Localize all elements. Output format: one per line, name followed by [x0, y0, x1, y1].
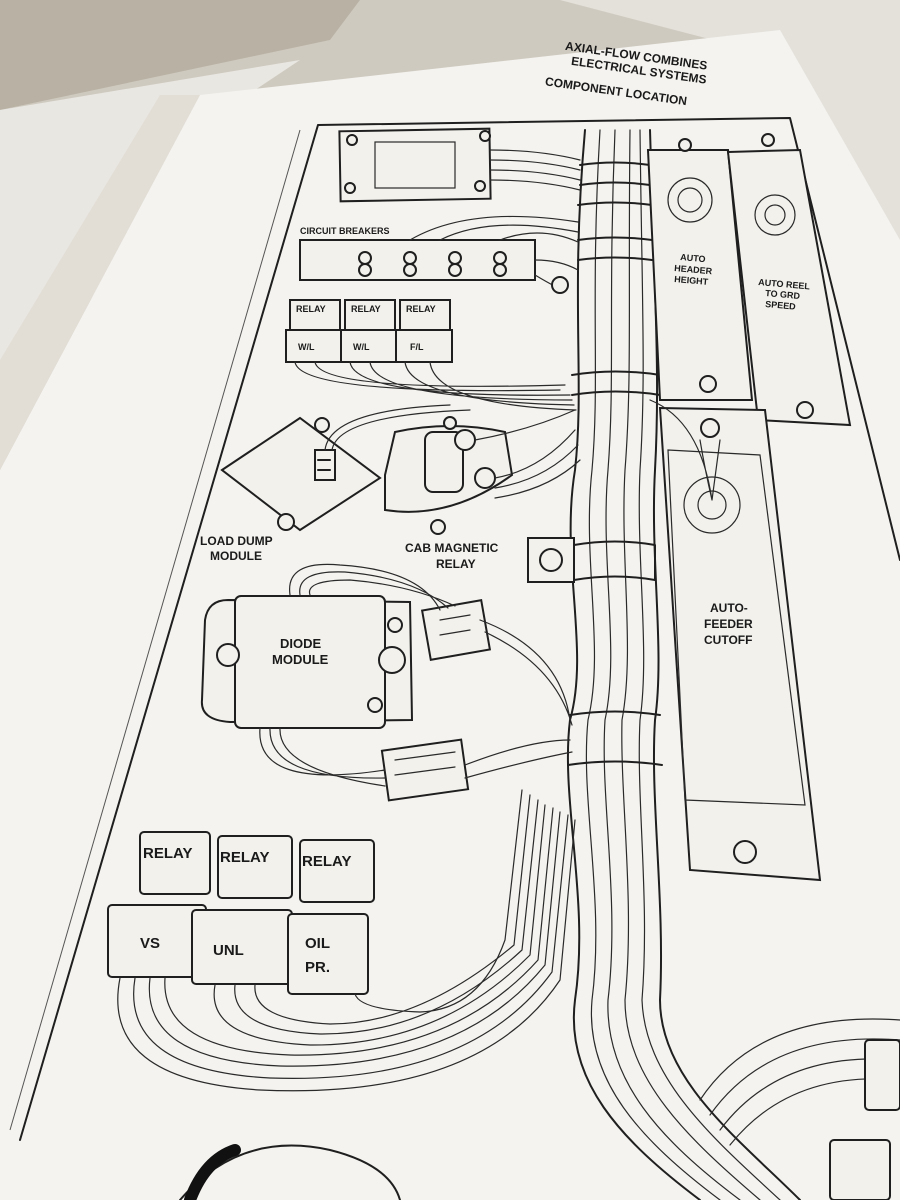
- upper-relay-3-bottom: F/L: [410, 342, 424, 352]
- feeder-cutoff-label-3: CUTOFF: [704, 633, 752, 647]
- lower-relay-3: RELAY OIL PR.: [287, 839, 375, 995]
- bottom-harness: [179, 1018, 900, 1200]
- lower-relay-wires: [117, 789, 576, 1092]
- cab-relay-label-1: CAB MAGNETIC: [405, 541, 499, 555]
- header-height-label-3: HEIGHT: [674, 274, 709, 287]
- load-dump-label-1: LOAD DUMP: [200, 534, 273, 548]
- circuit-breakers-label: CIRCUIT BREAKERS: [300, 226, 390, 236]
- lower-relay-1-top: RELAY: [143, 845, 192, 862]
- lower-relay-bank: RELAY VS RELAY UNL RELAY OIL PR.: [107, 789, 576, 1092]
- upper-relay-1-top: RELAY: [296, 304, 326, 314]
- feeder-cutoff-label-2: FEEDER: [704, 617, 753, 631]
- top-electronic-module: [338, 127, 581, 203]
- header-height-label-1: AUTO: [680, 252, 706, 264]
- page-shadow: [0, 95, 200, 470]
- upper-relay-2-top: RELAY: [351, 304, 381, 314]
- lower-relay-3-bottom2: PR.: [305, 959, 330, 976]
- circuit-breakers: CIRCUIT BREAKERS: [299, 215, 579, 294]
- lower-relay-2-top: RELAY: [220, 849, 269, 866]
- cab-magnetic-relay: CAB MAGNETIC RELAY: [384, 409, 581, 571]
- upper-relay-2-bottom: W/L: [353, 342, 370, 352]
- diode-label-2: MODULE: [272, 652, 329, 667]
- reel-speed-label-3: SPEED: [765, 299, 797, 312]
- reel-speed-label-2: TO GRD: [765, 288, 801, 301]
- reel-speed-label-1: AUTO REEL: [758, 277, 811, 292]
- lower-relay-2: RELAY UNL: [191, 835, 293, 985]
- main-harness: [527, 129, 801, 1200]
- feeder-cutoff-label-1: AUTO-: [710, 601, 748, 615]
- cab-relay-label-2: RELAY: [436, 557, 476, 571]
- load-dump-module: LOAD DUMP MODULE: [200, 404, 471, 563]
- diagram-border: [19, 117, 900, 1141]
- diode-module: DIODE MODULE: [200, 563, 573, 802]
- upper-relay-3: RELAY F/L: [395, 299, 453, 363]
- diode-label-1: DIODE: [280, 636, 322, 651]
- load-dump-label-2: MODULE: [210, 549, 262, 563]
- upper-relay-1: RELAY W/L: [285, 299, 343, 363]
- lower-relay-3-bottom: OIL: [305, 935, 330, 952]
- lower-relay-2-bottom: UNL: [213, 942, 244, 959]
- lower-relay-3-top: RELAY: [302, 853, 351, 870]
- header-height-label-2: HEADER: [674, 263, 713, 276]
- upper-relay-bank: RELAY W/L RELAY W/L RELAY F/L: [285, 299, 577, 411]
- lower-relay-1-bottom: VS: [140, 935, 160, 952]
- upper-relay-3-top: RELAY: [406, 304, 436, 314]
- upper-relay-1-bottom: W/L: [298, 342, 315, 352]
- upper-relay-2: RELAY W/L: [340, 299, 398, 363]
- control-panels: AUTO HEADER HEIGHT AUTO REEL TO GRD SPEE…: [646, 133, 852, 882]
